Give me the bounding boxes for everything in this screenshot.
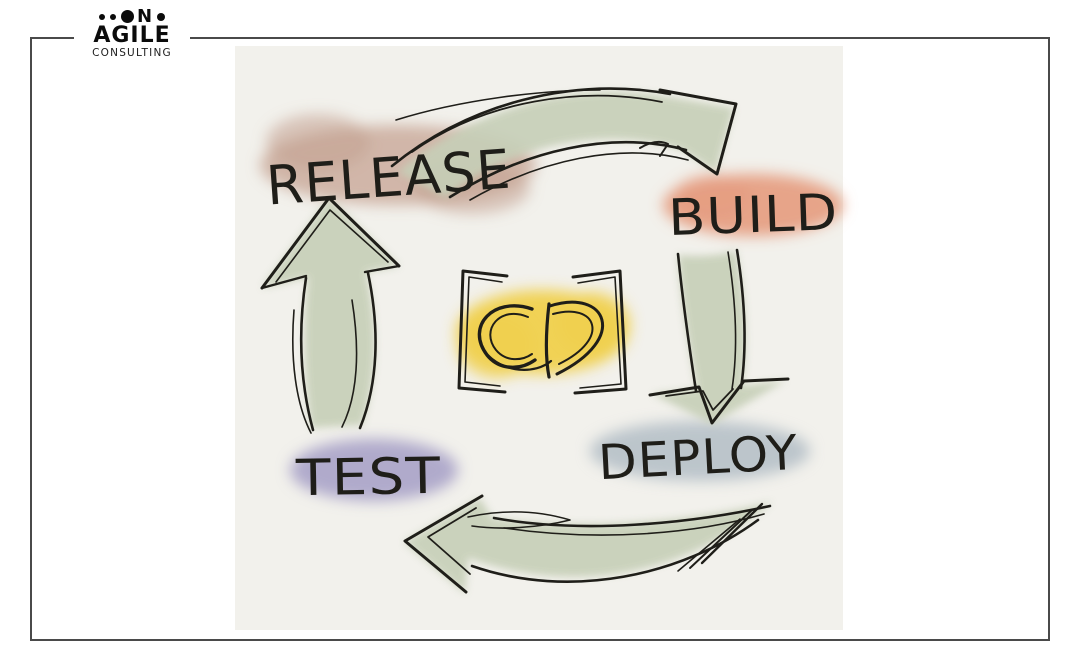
deploy-highlight [590,421,810,481]
logo-dot [98,13,105,20]
sketch-stroke [395,89,601,121]
build-label: BUILD [667,183,839,247]
cd-letter-c [489,312,533,361]
arrow-build-to-deploy [648,248,790,425]
cd-center-box [457,269,628,395]
logo-dot [109,13,116,20]
sketch-stroke [492,504,772,528]
cd-letter-d [548,300,605,376]
build-highlight [674,174,750,218]
company-logo: N AGILE CONSULTING [74,5,190,62]
arrow-fill [398,91,734,198]
cd-letter-d [544,302,551,379]
arrowhead-stroke [658,88,738,176]
sketch-stroke [467,511,571,529]
right-bracket [571,269,628,395]
sketch-stroke [469,152,689,201]
logo-brand-text: AGILE [93,23,171,48]
sketch-stroke [676,252,698,393]
arrowhead-stroke [275,209,389,283]
arrowhead-stroke [665,388,734,411]
logo-dots-row: N [76,6,188,27]
sketch-stroke [358,271,377,430]
arrowhead-stroke [403,494,484,594]
tail-stroke [689,509,753,569]
arrowhead-mark [639,140,669,157]
sketch-stroke [299,276,315,432]
release-highlight [266,114,370,170]
border-frame [30,37,1050,641]
arrowhead-stroke [260,196,401,290]
cd-letter-d [552,310,594,365]
arrow-deploy-to-test [403,494,772,594]
sketch-stroke [727,251,737,390]
arrowhead-stroke [260,264,401,290]
arrow-fill [262,198,399,428]
sketch-stroke [292,309,312,434]
arrow-release-to-build [390,87,738,201]
left-bracket [457,269,509,394]
right-bracket [577,276,622,389]
logo-o-dot [120,10,134,23]
arrow-test-to-release [260,196,401,434]
sketch-stroke [448,140,688,199]
tail-stroke [700,502,764,565]
logo-dot [157,12,166,21]
deploy-label: DEPLOY [597,425,800,491]
logo-mark-letter: N [136,6,153,27]
test-highlight [290,439,458,501]
sketch-stroke [341,299,358,428]
test-label: TEST [294,447,441,508]
arrowhead-stroke [648,377,790,425]
cd-highlight [457,310,537,378]
arrowhead-stroke [427,507,477,575]
arrow-fill [652,251,786,424]
sketch-stroke [411,94,663,153]
logo-subtitle-text: CONSULTING [92,47,172,59]
sketch-stroke [735,248,746,390]
left-bracket [464,276,503,387]
tail-stroke [677,518,741,572]
